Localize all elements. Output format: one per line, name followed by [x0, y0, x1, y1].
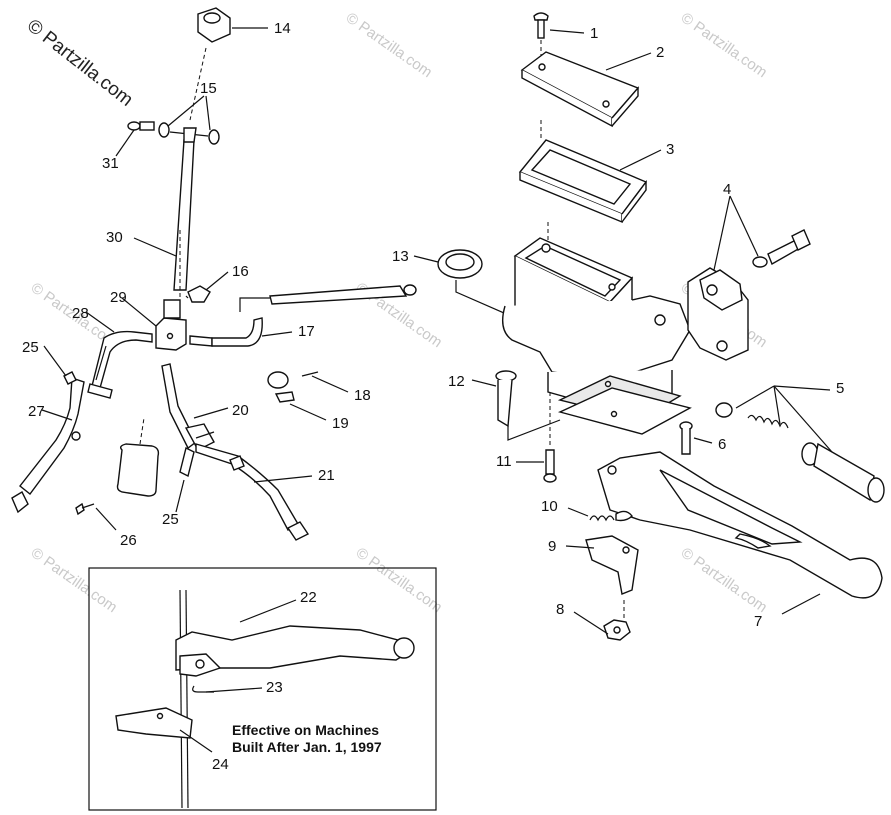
part-5-piston-kit	[715, 402, 885, 503]
watermark-main: © Partzilla.com	[23, 15, 137, 110]
watermark-tile: © Partzilla.com	[353, 544, 446, 616]
callout-7: 7	[754, 613, 762, 630]
callout-25: 25	[22, 339, 39, 356]
callout-27: 27	[28, 403, 45, 420]
part-7-lever	[597, 451, 883, 599]
part-16-switch	[185, 285, 211, 303]
callout-11: 11	[496, 453, 512, 470]
part-12-bolt	[495, 370, 561, 441]
callout-13: 13	[392, 248, 409, 265]
part-4-clamp	[687, 229, 811, 361]
part-20-hose	[161, 363, 215, 478]
part-26-cover	[75, 417, 160, 516]
callout-25: 25	[162, 511, 179, 528]
callout-16: 16	[232, 263, 249, 280]
leader-lines	[41, 27, 833, 753]
callout-31: 31	[102, 155, 119, 172]
inset-note-line2: Built After Jan. 1, 1997	[232, 739, 382, 755]
callout-29: 29	[110, 289, 127, 306]
part-10-spring	[589, 510, 633, 522]
part-9-cam	[585, 535, 639, 618]
watermark-tile: © Partzilla.com	[343, 9, 436, 81]
callout-1: 1	[590, 25, 598, 42]
callout-15: 15	[200, 80, 217, 97]
part-14-fitting	[189, 7, 231, 121]
callout-3: 3	[666, 141, 674, 158]
callout-20: 20	[232, 402, 249, 419]
part-11-bolt	[543, 392, 557, 483]
part-17-hose	[189, 284, 417, 347]
callout-2: 2	[656, 44, 664, 61]
part-29-junction-block	[155, 299, 187, 351]
part-6-pin	[679, 421, 693, 455]
callout-18: 18	[354, 387, 371, 404]
callout-14: 14	[274, 20, 291, 37]
callout-22: 22	[300, 589, 317, 606]
part-25-clamp	[63, 371, 77, 385]
part-18-19-clip	[267, 371, 319, 403]
brake-hose-assembly	[11, 7, 417, 541]
part-8-nut	[603, 619, 631, 641]
callout-24: 24	[212, 756, 229, 773]
callout-28: 28	[72, 305, 89, 322]
inset-lever-detail: Effective on Machines Built After Jan. 1…	[88, 567, 437, 811]
master-cylinder-assembly	[437, 12, 885, 641]
part-21-hose	[195, 443, 310, 541]
inset-note-line1: Effective on Machines	[232, 722, 379, 738]
callout-4: 4	[723, 181, 731, 198]
part-31-bolt	[127, 121, 155, 131]
callout-8: 8	[556, 601, 564, 618]
callout-26: 26	[120, 532, 137, 549]
callout-12: 12	[448, 373, 465, 390]
part-28-hose	[87, 330, 153, 399]
callout-21: 21	[318, 467, 335, 484]
master-cylinder-body	[502, 237, 692, 435]
watermark-tile: © Partzilla.com	[678, 9, 771, 81]
callout-5: 5	[836, 380, 844, 397]
callout-17: 17	[298, 323, 315, 340]
callout-19: 19	[332, 415, 349, 432]
part-30-hose	[173, 127, 197, 300]
callout-30: 30	[106, 229, 123, 246]
callout-9: 9	[548, 538, 556, 555]
watermark-tile: © Partzilla.com	[678, 544, 771, 616]
part-27-hose	[11, 377, 85, 514]
callout-numbers: 1 2 3 4 5 6 7 8 9 10 11 12 13 14 15 16 1…	[22, 20, 844, 773]
watermark-tile: © Partzilla.com	[28, 544, 121, 616]
callout-6: 6	[718, 436, 726, 453]
part-2-cover	[520, 51, 640, 128]
part-3-gasket	[518, 139, 648, 224]
part-13-grommet	[437, 249, 521, 321]
callout-10: 10	[541, 498, 558, 515]
callout-23: 23	[266, 679, 283, 696]
